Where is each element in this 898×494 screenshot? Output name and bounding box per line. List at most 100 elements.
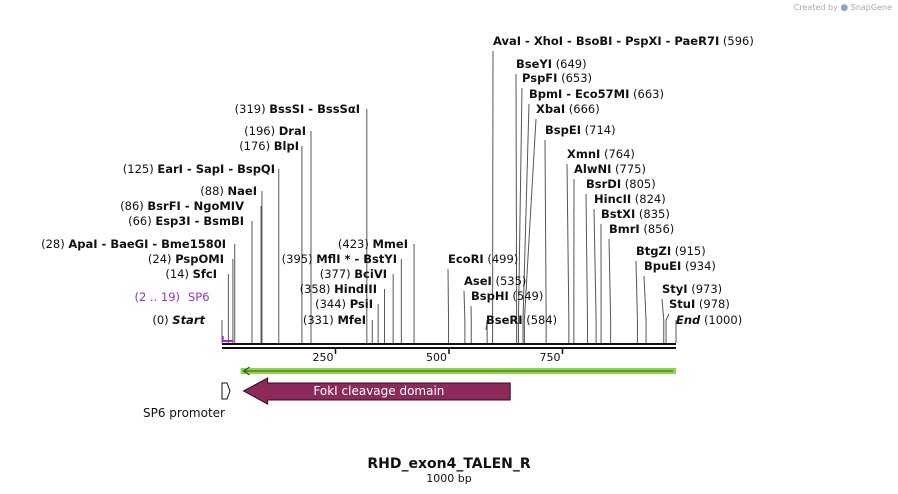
site-label: StuI (978) [669, 297, 730, 311]
orf-arrowhead [242, 366, 250, 376]
site-bsrdi[interactable]: BsrDI (805) [586, 177, 656, 191]
site-btgzi[interactable]: BtgZI (915) [636, 244, 706, 258]
site-position: (395) [282, 252, 313, 266]
site-hincii[interactable]: HincII (824) [594, 192, 666, 206]
orf-arrow[interactable] [240, 366, 676, 376]
site-psii[interactable]: (344) PsiI [315, 297, 373, 311]
site-position: (24) [148, 252, 172, 266]
enzyme-name: StuI [669, 297, 695, 311]
site-pspomi[interactable]: (24) PspOMI [148, 252, 224, 266]
site-label: (319) BssSI - BssSαI [235, 102, 360, 116]
site-bseyi[interactable]: BseYI (649) [516, 57, 587, 71]
site-label: (88) NaeI [200, 184, 257, 198]
enzyme-name: Esp3I [155, 214, 190, 228]
site-hindiii[interactable]: (358) HindIII [300, 282, 377, 296]
enzyme-name: BciVI [354, 267, 387, 281]
site-label: StyI (973) [662, 282, 722, 296]
site-eari[interactable]: (125) EarI - SapI - BspQI [123, 162, 275, 176]
primer-sp6[interactable]: (2 .. 19) SP6 [134, 290, 234, 342]
site-naei[interactable]: (88) NaeI [200, 184, 257, 198]
site-bpmi[interactable]: BpmI - Eco57MI (663) [529, 87, 664, 101]
site-avai[interactable]: AvaI - XhoI - BsoBI - PspXI - PaeR7I (59… [493, 34, 754, 48]
site-bspei[interactable]: BspEI (714) [545, 123, 616, 137]
site-drai[interactable]: (196) DraI [244, 124, 306, 138]
site-separator: - [662, 34, 675, 48]
site-connector [447, 268, 450, 343]
sequence-name: RHD_exon4_TALEN_R [367, 456, 530, 472]
site-connector [593, 208, 597, 343]
site-bpuei[interactable]: BpuEI (934) [644, 259, 716, 273]
site-esp3i[interactable]: (66) Esp3I - BsmBI [128, 214, 244, 228]
site-asei[interactable]: AseI (535) [464, 274, 526, 288]
site-position: (764) [604, 147, 635, 161]
enzyme-name: BstYI [363, 252, 397, 266]
feature-foki-cleavage-domain[interactable]: FokI cleavage domain [242, 377, 511, 405]
site-mmei[interactable]: (423) MmeI [338, 237, 408, 251]
site-bsphi[interactable]: BspHI (549) [471, 289, 543, 303]
site-position: (0) [152, 313, 168, 327]
site-position: (358) [300, 282, 331, 296]
site-label: BmrI (856) [609, 222, 674, 236]
site-bseri[interactable]: BseRI (584) [486, 313, 557, 327]
site-ecori[interactable]: EcoRI (499) [448, 252, 518, 266]
site-position: (714) [585, 123, 616, 137]
site-bsrfi[interactable]: (86) BsrFI - NgoMIV [120, 199, 244, 213]
site-separator: - [612, 34, 625, 48]
site-connector [661, 298, 665, 343]
site-label: AseI (535) [464, 274, 526, 288]
enzyme-name: AlwNI [574, 162, 611, 176]
site-mfli[interactable]: (395) MflI * - BstYI [282, 252, 397, 266]
enzyme-name: BsrDI [586, 177, 621, 191]
site-start[interactable]: (0) Start [152, 313, 205, 327]
site-alwni[interactable]: AlwNI (775) [574, 162, 646, 176]
site-label: BpuEI (934) [644, 259, 716, 273]
enzyme-name: BstXI [601, 207, 635, 221]
site-end[interactable]: End (1000) [676, 313, 742, 327]
site-apai[interactable]: (28) ApaI - BaeGI - Bme1580I [41, 237, 226, 251]
site-label: (86) BsrFI - NgoMIV [120, 199, 244, 213]
site-position: (775) [615, 162, 646, 176]
enzyme-name: NaeI [228, 184, 257, 198]
site-xmni[interactable]: XmnI (764) [567, 147, 635, 161]
site-blpi[interactable]: (176) BlpI [239, 139, 299, 153]
site-position: (653) [561, 71, 592, 85]
ruler-tick-label: 250 [313, 351, 334, 364]
site-label: (377) BciVI [320, 267, 387, 281]
site-separator: - [181, 199, 194, 213]
site-separator: - [224, 162, 237, 176]
site-bsssi[interactable]: (319) BssSI - BssSαI [235, 102, 360, 116]
credit-text: Created by [793, 3, 838, 12]
site-label: (66) Esp3I - BsmBI [128, 214, 244, 228]
site-styi[interactable]: StyI (973) [662, 282, 722, 296]
site-label: XmnI (764) [567, 147, 635, 161]
site-label: BseYI (649) [516, 57, 587, 71]
enzyme-name: End [676, 313, 701, 327]
enzyme-name: ApaI [68, 237, 97, 251]
feature-arrow [242, 377, 511, 405]
site-position: (663) [633, 87, 664, 101]
site-mfei[interactable]: (331) MfeI [303, 313, 366, 327]
site-stui[interactable]: StuI (978) [669, 297, 730, 311]
site-bcivi[interactable]: (377) BciVI [320, 267, 387, 281]
enzyme-name: BsoBI [576, 34, 613, 48]
site-position: (535) [495, 274, 526, 288]
site-pspfi[interactable]: PspFI (653) [522, 71, 592, 85]
site-bstxi[interactable]: BstXI (835) [601, 207, 670, 221]
site-connector [522, 103, 530, 343]
feature-sp6-promoter[interactable]: SP6 promoter [143, 382, 231, 420]
site-label: (125) EarI - SapI - BspQI [123, 162, 275, 176]
enzyme-name: BsmBI [203, 214, 244, 228]
site-connector-lines [221, 50, 677, 343]
site-bmri[interactable]: BmrI (856) [609, 222, 674, 236]
site-position: (978) [699, 297, 730, 311]
site-position: (1000) [704, 313, 742, 327]
site-xbai[interactable]: XbaI (666) [536, 102, 600, 116]
site-label: BseRI (584) [486, 313, 557, 327]
feature-label: FokI cleavage domain [313, 384, 444, 398]
site-connector [544, 139, 547, 343]
enzyme-name: Bme1580I [161, 237, 226, 251]
site-sfci[interactable]: (14) SfcI [165, 267, 217, 281]
site-position: (596) [723, 34, 754, 48]
site-position: (344) [315, 297, 346, 311]
